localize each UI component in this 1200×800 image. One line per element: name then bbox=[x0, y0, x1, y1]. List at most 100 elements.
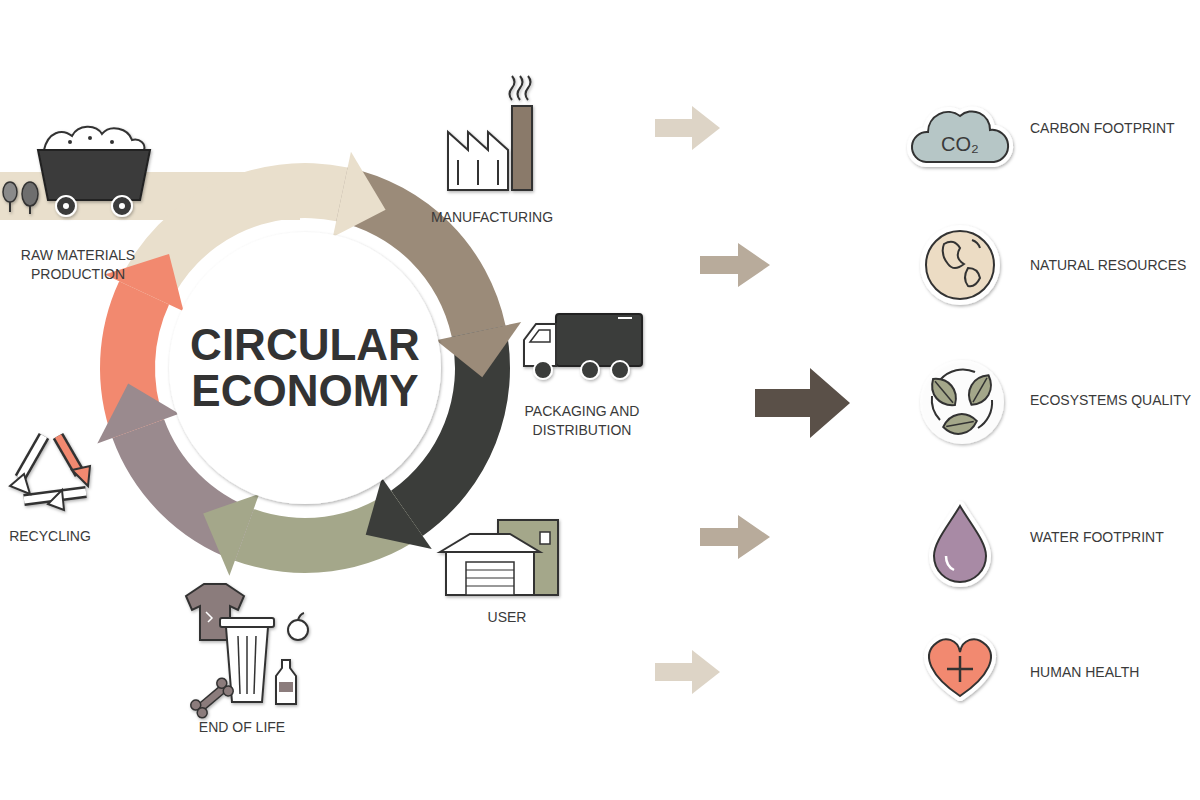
globe-icon bbox=[965, 268, 980, 286]
truck-icon bbox=[530, 330, 550, 342]
factory-icon bbox=[526, 76, 531, 100]
heart-icon bbox=[929, 639, 991, 696]
factory-icon bbox=[518, 76, 523, 100]
cycle-arrowhead bbox=[97, 383, 179, 443]
waste-icon bbox=[246, 636, 248, 694]
factory-icon bbox=[497, 160, 499, 185]
impact-arrows bbox=[655, 106, 720, 150]
factory-icon bbox=[510, 76, 515, 100]
factory-icon bbox=[448, 132, 508, 190]
drop-icon bbox=[934, 506, 986, 582]
factory-icon bbox=[448, 76, 532, 190]
truck-icon bbox=[611, 361, 629, 379]
cycle-arrowhead bbox=[366, 478, 432, 549]
waste-icon bbox=[189, 676, 236, 720]
cart-icon bbox=[3, 182, 17, 202]
drop-icon bbox=[934, 506, 986, 582]
impact-arrows bbox=[655, 650, 720, 694]
impact-label: ECOSYSTEMS QUALITY bbox=[1030, 391, 1191, 410]
cart-icon bbox=[9, 202, 11, 212]
cycle-arrowhead bbox=[333, 152, 386, 237]
waste-icon bbox=[195, 706, 209, 720]
truck-icon bbox=[618, 317, 632, 319]
impact-arrows bbox=[755, 368, 850, 438]
cart-icon bbox=[3, 127, 150, 216]
cart-icon bbox=[38, 150, 150, 200]
impact-label: CARBON FOOTPRINT bbox=[1030, 119, 1175, 138]
waste-icon bbox=[254, 636, 256, 694]
waste-icon bbox=[238, 636, 240, 694]
heart-icon bbox=[929, 639, 991, 696]
stage-label: PACKAGING AND DISTRIBUTION bbox=[507, 402, 657, 440]
cart-icon bbox=[63, 203, 69, 209]
house-icon bbox=[440, 520, 558, 595]
cart-icon bbox=[88, 136, 92, 140]
cart-icon bbox=[119, 203, 125, 209]
leaves-icon bbox=[942, 411, 979, 436]
leaves-icon bbox=[935, 381, 953, 402]
cycle-arrowhead bbox=[203, 494, 259, 576]
globe-icon bbox=[943, 242, 964, 268]
heart-icon bbox=[929, 639, 991, 696]
stage-label: RAW MATERIALS PRODUCTION bbox=[3, 246, 153, 284]
icon-text: CO₂ bbox=[930, 131, 990, 158]
leaves-icon bbox=[940, 369, 975, 380]
cart-icon bbox=[68, 140, 72, 144]
recycle-icon bbox=[20, 436, 44, 478]
leaves-icon bbox=[963, 370, 997, 409]
house-icon bbox=[446, 552, 534, 595]
waste-icon bbox=[220, 618, 274, 627]
leaves-icon bbox=[963, 370, 997, 409]
cart-icon bbox=[44, 127, 144, 150]
truck-icon bbox=[524, 314, 642, 379]
stage-label: RECYCLING bbox=[3, 527, 97, 546]
truck-icon bbox=[581, 361, 599, 379]
leaves-icon bbox=[946, 422, 974, 427]
cart-icon bbox=[56, 196, 76, 216]
factory-icon bbox=[477, 160, 479, 185]
drop-icon bbox=[934, 506, 986, 582]
globe-icon bbox=[972, 240, 980, 248]
impact-label: WATER FOOTPRINT bbox=[1030, 528, 1164, 547]
factory-icon bbox=[512, 106, 532, 190]
cloud-icon bbox=[912, 111, 1008, 162]
stage-label: USER bbox=[457, 608, 557, 627]
recycle-icon bbox=[10, 436, 90, 510]
cycle-arrowhead bbox=[436, 322, 521, 377]
truck-icon bbox=[524, 324, 556, 366]
stage-label: MANUFACTURING bbox=[402, 208, 582, 227]
recycle-icon bbox=[48, 490, 64, 510]
impact-label: NATURAL RESOURCES bbox=[1030, 256, 1186, 275]
center-title: CIRCULAR ECONOMY bbox=[180, 322, 430, 414]
heart-icon bbox=[947, 668, 973, 671]
leaves-icon bbox=[978, 400, 992, 428]
cart-icon bbox=[110, 140, 114, 144]
house-icon bbox=[440, 534, 540, 552]
leaves-icon bbox=[926, 373, 963, 412]
leaves-icon bbox=[973, 378, 987, 402]
house-icon bbox=[466, 562, 514, 595]
cart-icon bbox=[29, 206, 31, 214]
waste-icon bbox=[186, 584, 308, 720]
globe-icon bbox=[920, 225, 1000, 305]
globe-icon bbox=[920, 225, 1000, 305]
truck-icon bbox=[534, 361, 552, 379]
impact-arrows bbox=[700, 515, 770, 559]
impact-arrows bbox=[700, 243, 770, 287]
house-icon bbox=[540, 532, 550, 544]
circle-outline bbox=[169, 232, 441, 504]
leaves-icon bbox=[920, 360, 1004, 444]
house-icon bbox=[466, 578, 514, 579]
waste-icon bbox=[279, 682, 293, 692]
stage-label: END OF LIFE bbox=[172, 718, 312, 737]
factory-icon bbox=[457, 160, 459, 185]
cart-icon bbox=[22, 182, 38, 206]
waste-icon bbox=[288, 620, 308, 640]
center-circle: CIRCULAR ECONOMY bbox=[167, 230, 443, 506]
globe-icon bbox=[926, 231, 994, 299]
house-icon bbox=[466, 570, 514, 571]
impact-label: HUMAN HEALTH bbox=[1030, 663, 1139, 682]
cart-icon bbox=[112, 196, 132, 216]
waste-icon bbox=[206, 612, 212, 622]
